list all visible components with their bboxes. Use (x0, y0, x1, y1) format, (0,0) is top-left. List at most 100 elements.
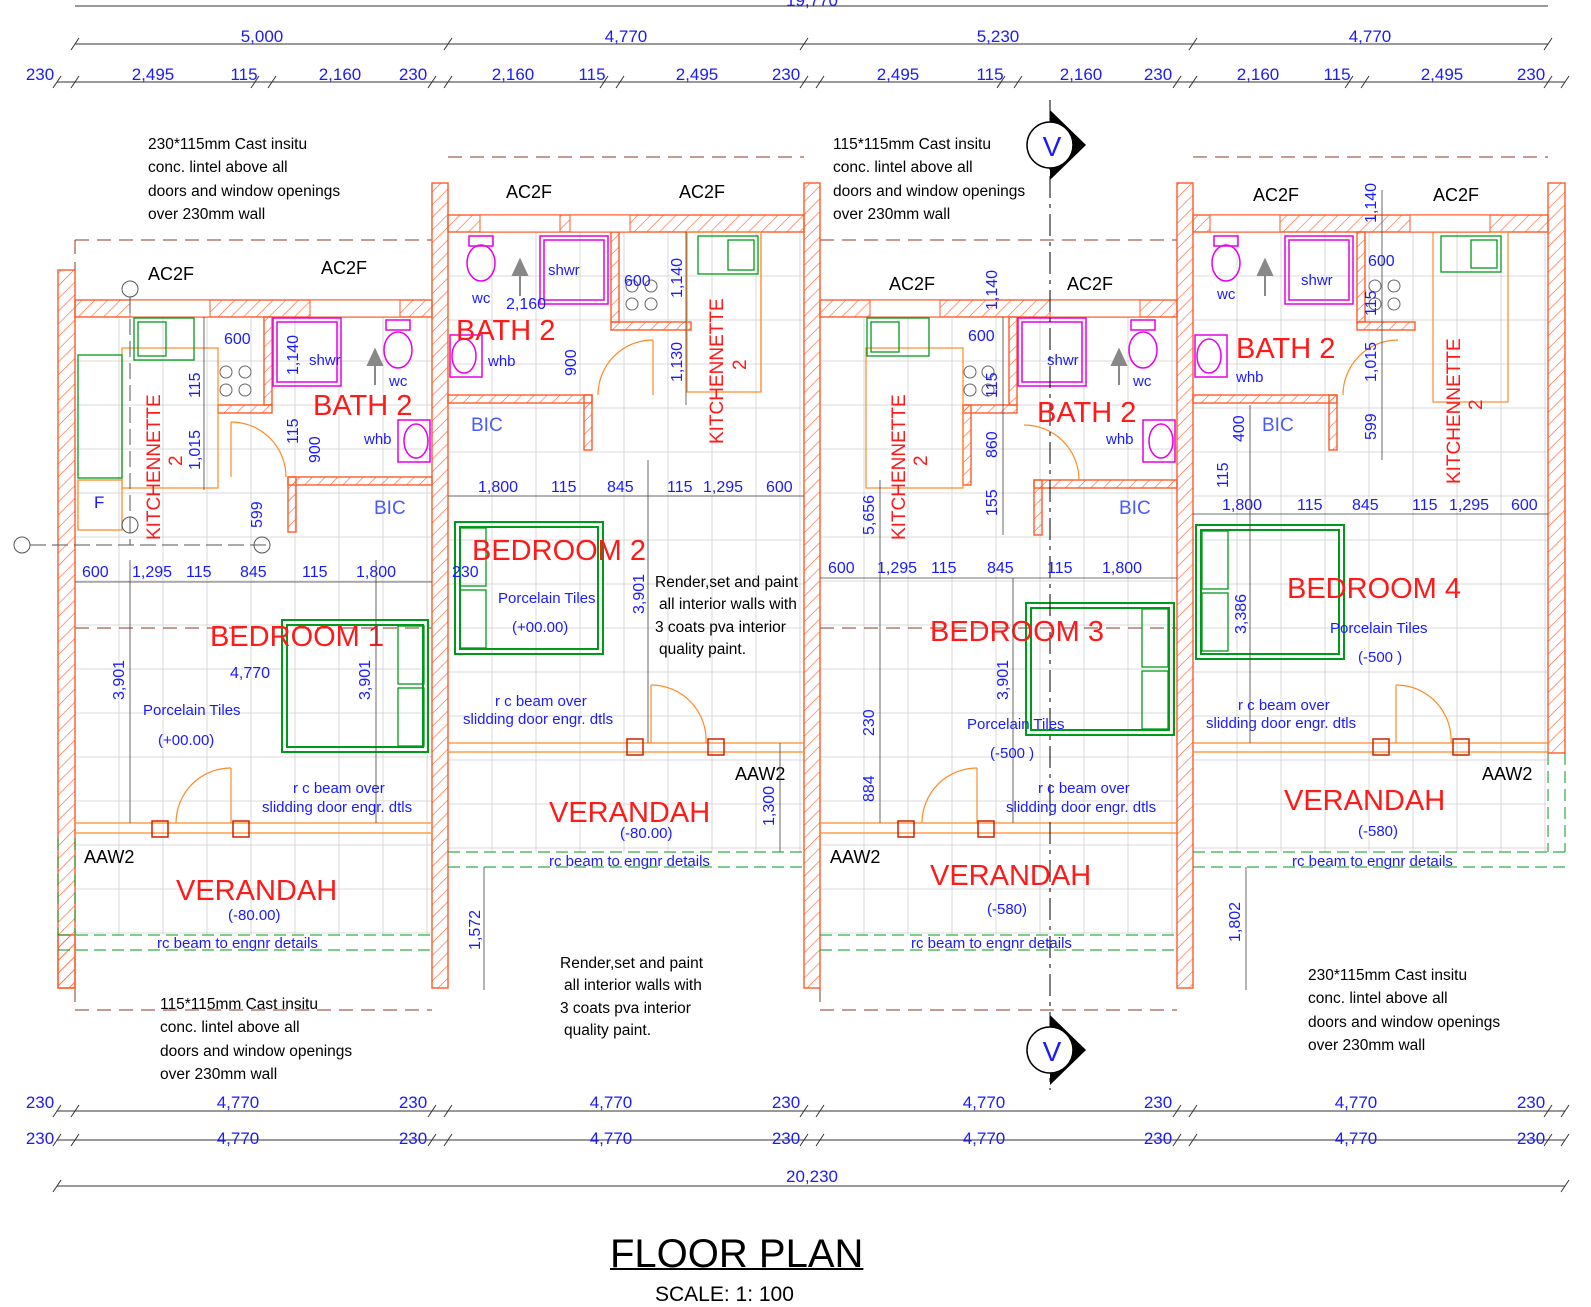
vdim: 115 (187, 372, 204, 398)
vdim: 3,386 (1233, 594, 1250, 634)
u3-dim: 600 (828, 560, 855, 577)
vdim: 1,572 (467, 910, 484, 950)
fixture-labels: wc shwr whb wc shwr whb wc shwr whb wc s… (94, 262, 1333, 512)
vdim: 3,901 (357, 660, 374, 700)
bic-label-1: BIC (374, 498, 406, 519)
u4-dim: 115 (1412, 497, 1438, 514)
beam-note-4a: r c beam over (1238, 697, 1330, 714)
dimension-tick (1560, 75, 1570, 89)
room-labels: BEDROOM 1 BEDROOM 2 BEDROOM 3 BEDROOM 4 … (176, 315, 1461, 907)
misc-dim: 600 (624, 273, 651, 290)
note-render-b3: 3 coats pva interior (560, 1000, 691, 1017)
dim-bot-2: 4,770 (1335, 1129, 1378, 1148)
note-render-b4: quality paint. (564, 1022, 651, 1039)
tiles-note-4: Porcelain Tiles (1330, 620, 1428, 637)
dim-bot-1: 230 (1144, 1093, 1172, 1112)
misc-dim: 4,770 (230, 665, 270, 682)
ac2f-label: AC2F (1433, 185, 1479, 205)
u3-dim: 115 (931, 560, 957, 577)
note-render-a3: 3 coats pva interior (655, 619, 786, 636)
verandah-beams (57, 753, 1566, 951)
dimension-tick (1172, 75, 1182, 89)
note-lintel-b1: 115*115mm Cast insitu (833, 136, 991, 153)
dim-bot-2: 230 (1517, 1129, 1545, 1148)
room-kitchenette-2: KITCHENNETTE (707, 298, 728, 444)
vdim: 155 (984, 489, 1001, 516)
section-marker-bottom-label: V (1043, 1036, 1062, 1067)
tiles-note-3: Porcelain Tiles (967, 716, 1065, 733)
u1-dim: 115 (302, 564, 328, 581)
room-bedroom-3: BEDROOM 3 (930, 616, 1104, 648)
ac2f-label: AC2F (1253, 185, 1299, 205)
note-lintel-a4: over 230mm wall (148, 206, 265, 223)
u4-dim: 115 (1297, 497, 1323, 514)
dimension-tick (443, 37, 453, 51)
dim-top-2: 115 (230, 65, 257, 84)
note-lintel-b3: doors and window openings (833, 183, 1025, 200)
aaw2-label: AAW2 (1482, 764, 1532, 784)
stove-burners (219, 279, 1401, 397)
dimension-tick (799, 1104, 809, 1118)
room-verandah-4: VERANDAH (1284, 785, 1445, 817)
overall-bottom-dim: 20,230 (786, 1167, 838, 1186)
u4-dim: 845 (1352, 497, 1379, 514)
dim-top-2: 2,160 (319, 65, 362, 84)
dim-bot-1: 230 (772, 1093, 800, 1112)
dimension-tick (52, 1104, 62, 1118)
room-kitchenette-1: KITCHENNETTE (144, 394, 165, 540)
vdim: 1,140 (1363, 183, 1380, 223)
u1-dim: 845 (240, 564, 267, 581)
misc-dim: 230 (452, 564, 479, 581)
dim-top-2: 2,160 (1060, 65, 1103, 84)
dimension-tick (615, 75, 625, 89)
dimension-tick (996, 75, 1006, 89)
drawing-scale: SCALE: 1: 100 (655, 1283, 794, 1306)
note-render-b1: Render,set and paint (560, 955, 704, 972)
interior-dim-lines (75, 190, 1548, 990)
level-verandah-4: (-580) (1358, 823, 1398, 840)
shwr-label-3: shwr (1047, 352, 1079, 369)
fridge-label: F (94, 493, 104, 512)
aaw2-label: AAW2 (735, 764, 785, 784)
vdim: 1,140 (285, 335, 302, 375)
vdim: 1,015 (187, 430, 204, 470)
dim-bot-1: 4,770 (963, 1093, 1006, 1112)
dim-bot-1: 230 (1517, 1093, 1545, 1112)
room-bath-4: BATH 2 (1236, 333, 1335, 365)
vdim: 884 (861, 775, 878, 802)
dimension-tick (1188, 75, 1198, 89)
grid-markers (13, 280, 271, 554)
dimension-tick (1543, 1133, 1553, 1147)
dim-top-2: 2,495 (877, 65, 920, 84)
dim-top-1: 4,770 (1349, 27, 1392, 46)
wc-label-2: wc (471, 290, 491, 307)
dim-top-1: 5,000 (241, 27, 284, 46)
u2-dim: 1,295 (703, 479, 743, 496)
vdim: 5,656 (861, 495, 878, 535)
vdim: 900 (563, 349, 580, 376)
dimension-tick (52, 1179, 62, 1193)
dim-bot-1: 4,770 (590, 1093, 633, 1112)
dimension-tick (799, 1133, 809, 1147)
vdim: 3,901 (631, 574, 648, 614)
section-marker-top-label: V (1043, 131, 1062, 162)
dim-top-2: 2,160 (1237, 65, 1280, 84)
dimension-tick (1560, 1179, 1570, 1193)
misc-dim: 2,160 (506, 296, 546, 313)
dim-bot-2: 230 (399, 1129, 427, 1148)
room-bath-2: BATH 2 (456, 315, 555, 347)
dimension-tick (799, 37, 809, 51)
dimension-tick (1543, 75, 1553, 89)
dimension-tick (443, 1133, 453, 1147)
shwr-label-4: shwr (1301, 272, 1333, 289)
vdim: 115 (984, 372, 1001, 398)
kitchen-sinks (77, 235, 1502, 531)
vdim: 230 (861, 709, 878, 736)
dimension-tick (70, 37, 80, 51)
room-kitchenette-3: KITCHENNETTE (889, 394, 910, 540)
kitchenette-1-num: 2 (166, 455, 187, 466)
aaw2-label: AAW2 (830, 847, 880, 867)
dim-bot-2: 230 (26, 1129, 54, 1148)
note-lintel-c3: doors and window openings (160, 1043, 352, 1060)
dimension-tick (1543, 37, 1553, 51)
